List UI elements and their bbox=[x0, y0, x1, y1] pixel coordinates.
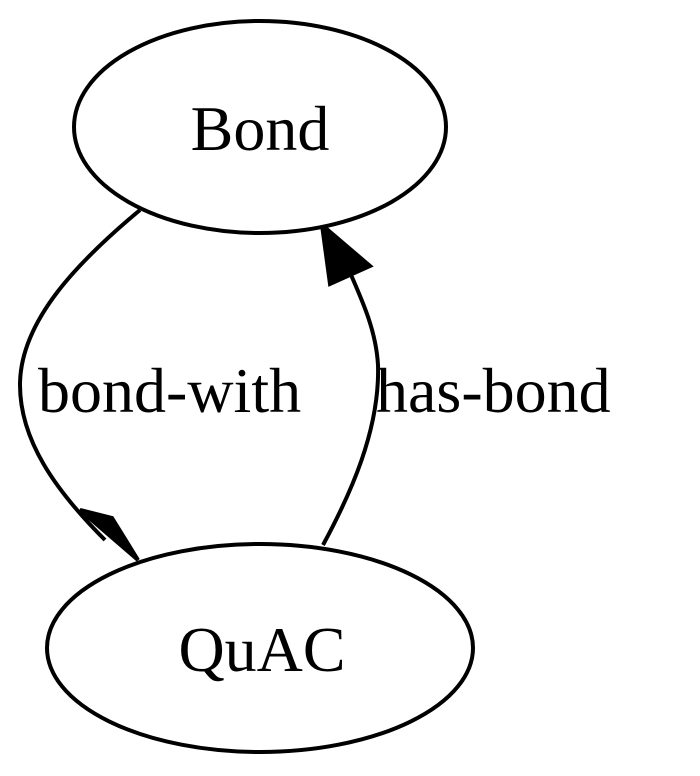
edge-bond-with-label: bond-with bbox=[38, 355, 301, 426]
edge-has-bond-arrowhead bbox=[319, 220, 374, 287]
node-quac-label: QuAC bbox=[178, 614, 345, 685]
node-quac-shape bbox=[45, 542, 475, 754]
node-quac: QuAC bbox=[45, 542, 475, 754]
node-bond-label: Bond bbox=[191, 93, 330, 164]
edge-bond-with: bond-with bbox=[17, 208, 301, 562]
node-bond: Bond bbox=[72, 19, 448, 235]
edge-has-bond-line bbox=[321, 267, 381, 546]
edge-bond-with-arrowhead bbox=[78, 508, 140, 562]
node-bond-shape bbox=[72, 19, 448, 235]
edge-has-bond: has-bond bbox=[319, 220, 611, 546]
edge-bond-with-line bbox=[17, 208, 142, 542]
edge-has-bond-label: has-bond bbox=[376, 355, 611, 426]
